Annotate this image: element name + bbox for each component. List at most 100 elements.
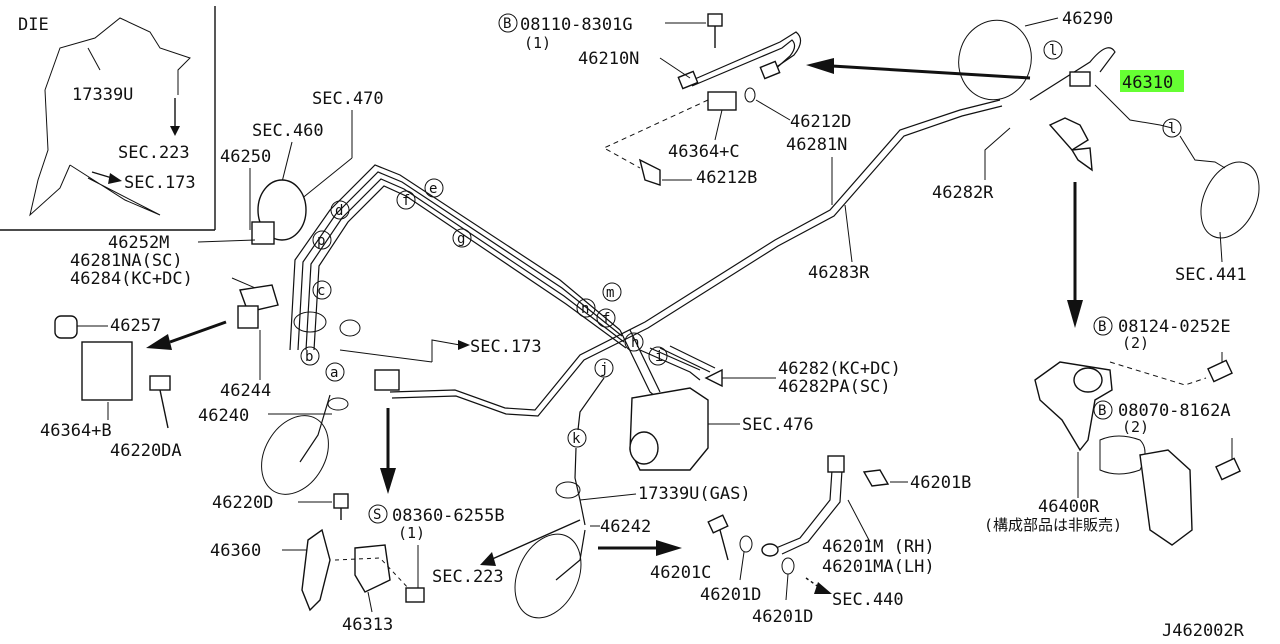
bolt-code-08110[interactable]: 08110-8301G (520, 15, 633, 35)
label-46364B[interactable]: 46364+B (40, 421, 112, 441)
label-sec223[interactable]: SEC.223 (432, 567, 504, 587)
circle-h: h (631, 335, 639, 351)
label-46240[interactable]: 46240 (198, 406, 249, 426)
label-46281N[interactable]: 46281N (786, 135, 847, 155)
bracket-46212B-icon (638, 158, 661, 186)
inset-header: DIE (18, 15, 49, 35)
label-46201C[interactable]: 46201C (650, 563, 711, 583)
circle-e: e (429, 181, 437, 197)
label-46244[interactable]: 46244 (220, 381, 271, 401)
disc-rear-icon (1200, 161, 1260, 239)
arrowhead-46282-icon (704, 368, 723, 388)
label-46201B[interactable]: 46201B (910, 473, 971, 493)
label-sec470[interactable]: SEC.470 (312, 89, 384, 109)
label-46220D[interactable]: 46220D (212, 493, 273, 513)
bolt-46220DA-icon (149, 375, 171, 391)
caliper-bracket-46400R-icon (1139, 449, 1193, 546)
label-46283R[interactable]: 46283R (808, 263, 870, 283)
label-46364C[interactable]: 46364+C (668, 142, 740, 162)
group-abs-unit: 46282(KC+DC) 46282PA(SC) SEC.476 (619, 329, 901, 471)
label-46201D-2[interactable]: 46201D (752, 607, 813, 627)
label-46282KC[interactable]: 46282(KC+DC) (778, 359, 901, 379)
disc-front-left-icon (261, 415, 329, 495)
clip-46244-icon (237, 305, 259, 329)
bolt-code-08360[interactable]: 08360-6255B (392, 506, 505, 526)
circle-j: j (600, 361, 608, 377)
label-46220DA[interactable]: 46220DA (110, 441, 182, 461)
bolt-qty-08110: (1) (524, 34, 551, 52)
label-46201D-1[interactable]: 46201D (700, 585, 761, 605)
pipe-coil-icon (293, 311, 327, 333)
label-sec440[interactable]: SEC.440 (832, 590, 904, 610)
diagram-id: J462002R (1162, 621, 1245, 640)
circle-m: m (606, 285, 614, 301)
label-46212D[interactable]: 46212D (790, 112, 851, 132)
circle-l-2: l (1168, 121, 1176, 137)
bolt-code-08124[interactable]: 08124-0252E (1118, 317, 1231, 337)
label-sec173[interactable]: SEC.173 (470, 337, 542, 357)
group-master-cylinder: SEC.470 SEC.460 46250 46252M 46281NA(SC)… (70, 89, 668, 448)
inset-sec223-label[interactable]: SEC.223 (118, 143, 190, 163)
label-46282R[interactable]: 46282R (932, 183, 994, 203)
bolt-prefix-b1: B (503, 16, 511, 32)
group-46240: 46240 46220D (198, 394, 396, 520)
label-46290[interactable]: 46290 (1062, 9, 1113, 29)
junction-block-icon (374, 369, 400, 391)
label-46257[interactable]: 46257 (110, 316, 161, 336)
circle-k: k (572, 431, 581, 447)
bolt-s1-icon (405, 587, 425, 603)
label-46210N[interactable]: 46210N (578, 49, 639, 69)
inset-sec173-label[interactable]: SEC.173 (124, 173, 196, 193)
master-cylinder-body-icon (251, 221, 275, 245)
circle-n: n (581, 301, 589, 317)
washer-2-icon (781, 557, 795, 575)
label-17339U[interactable]: 17339U(GAS) (638, 484, 751, 504)
label-46400R[interactable]: 46400R (1038, 497, 1100, 517)
label-46212B[interactable]: 46212B (696, 168, 757, 188)
label-sec460[interactable]: SEC.460 (252, 121, 324, 141)
pin-boot-icon (1099, 435, 1146, 475)
block-46364B-icon (81, 341, 133, 401)
label-sec441[interactable]: SEC.441 (1175, 265, 1247, 285)
hose-ring-icon (327, 397, 349, 411)
label-46360[interactable]: 46360 (210, 541, 261, 561)
circle-c: c (317, 283, 325, 299)
bolt-46220D-icon (333, 493, 349, 509)
bolt-qty-08124: (2) (1122, 334, 1149, 352)
tube-fitting-right-icon (759, 60, 781, 80)
group-46400R: B 08124-0252E (2) B 08070-8162A (2) 4640… (984, 316, 1241, 546)
label-46313[interactable]: 46313 (342, 615, 393, 635)
bolt-icon (707, 13, 723, 27)
label-46242[interactable]: 46242 (600, 517, 651, 537)
caliper-piston-icon (1073, 367, 1103, 393)
label-46282PA[interactable]: 46282PA(SC) (778, 377, 891, 397)
tube-fitting-left-icon (677, 70, 699, 90)
caliper-bracket-icon (1048, 117, 1089, 151)
circle-p: p (317, 233, 325, 249)
bolt-code-08070[interactable]: 08070-8162A (1118, 401, 1231, 421)
label-46201M[interactable]: 46201M (RH) (822, 537, 935, 557)
note-46400R: (構成部品は非販売) (984, 516, 1122, 534)
label-46284[interactable]: 46284(KC+DC) (70, 269, 193, 289)
hose-fitting-46310-icon (1069, 71, 1091, 87)
circle-b: b (305, 349, 313, 365)
circle-d: d (335, 203, 343, 219)
label-46201MA[interactable]: 46201MA(LH) (822, 557, 935, 577)
bolt-08070-icon (1215, 457, 1241, 481)
label-46250[interactable]: 46250 (220, 147, 271, 167)
inset-part-label[interactable]: 17339U (72, 85, 133, 105)
label-46310[interactable]: 46310 (1122, 73, 1173, 93)
label-46252M[interactable]: 46252M (108, 233, 169, 253)
pipe-coil-2-icon (339, 319, 361, 337)
label-sec476[interactable]: SEC.476 (742, 415, 814, 435)
bracket-46313-icon (354, 544, 391, 593)
label-46281NA[interactable]: 46281NA(SC) (70, 251, 183, 271)
inset-panel: DIE 17339U SEC.223 SEC.173 (0, 6, 216, 231)
hose-banjo-icon (761, 543, 779, 557)
circle-g: g (457, 231, 465, 247)
circle-f-2: f (602, 311, 610, 327)
circle-i: i (655, 349, 663, 365)
bolt-08124-icon (1207, 359, 1233, 383)
caliper-disc-icon (958, 19, 1032, 101)
